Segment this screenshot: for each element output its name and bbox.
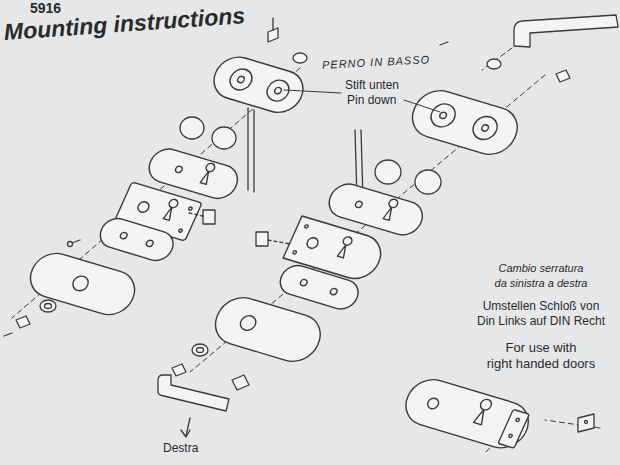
lever-handle — [158, 375, 229, 411]
handle-rose — [23, 248, 142, 320]
lock-plate-small — [203, 210, 215, 224]
screw — [585, 421, 588, 424]
direction-arrow — [181, 418, 190, 437]
handing-note: Cambio serratura — [499, 262, 584, 275]
assembly-axis — [12, 48, 600, 452]
handle-rose — [208, 292, 328, 367]
model-number: 5916 — [30, 0, 61, 16]
direction-label: Destra — [163, 442, 198, 456]
leader-line — [284, 90, 440, 112]
pin-note: Stift unten — [345, 79, 399, 93]
lock-plate-small — [256, 232, 268, 246]
inner-plate — [95, 215, 178, 264]
rose-plate — [405, 85, 525, 160]
pin-note: Pin down — [347, 94, 396, 108]
handing-note: For use with — [506, 341, 577, 356]
lock-plate-small — [578, 414, 594, 432]
lock-detail — [398, 374, 536, 453]
washer-discs — [180, 117, 236, 149]
handing-note: Umstellen Schloß von — [483, 300, 600, 314]
inner-plate — [275, 262, 363, 313]
rose-plate — [207, 52, 310, 118]
handing-note: da sinistra a destra — [495, 277, 588, 290]
screw-parts — [4, 300, 56, 336]
screw-parts — [440, 42, 570, 82]
washer-discs — [375, 160, 441, 194]
lever-handle — [514, 15, 618, 47]
handing-note: right handed doors — [487, 357, 595, 372]
pin-note: PERNO IN BASSO — [322, 53, 431, 71]
screw-parts — [172, 344, 249, 390]
screw-parts — [268, 18, 307, 63]
handing-note: Din Links auf DIN Recht — [477, 315, 605, 329]
screw — [68, 240, 81, 247]
